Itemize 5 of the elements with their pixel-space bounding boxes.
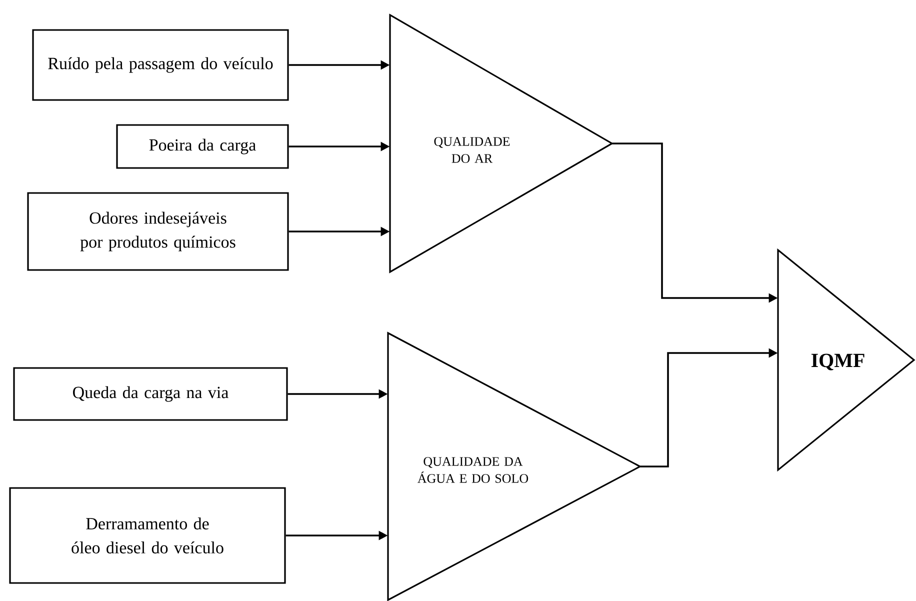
text-box: Derramamento de óleo diesel do veículo — [9, 487, 286, 584]
text-box: Odores indesejáveis por produtos químicos — [27, 192, 289, 271]
text-box: Ruído pela passagem do veículo — [32, 29, 289, 101]
text-box: Queda da carga na via — [13, 367, 288, 421]
text-box: Poeira da carga — [116, 124, 289, 169]
